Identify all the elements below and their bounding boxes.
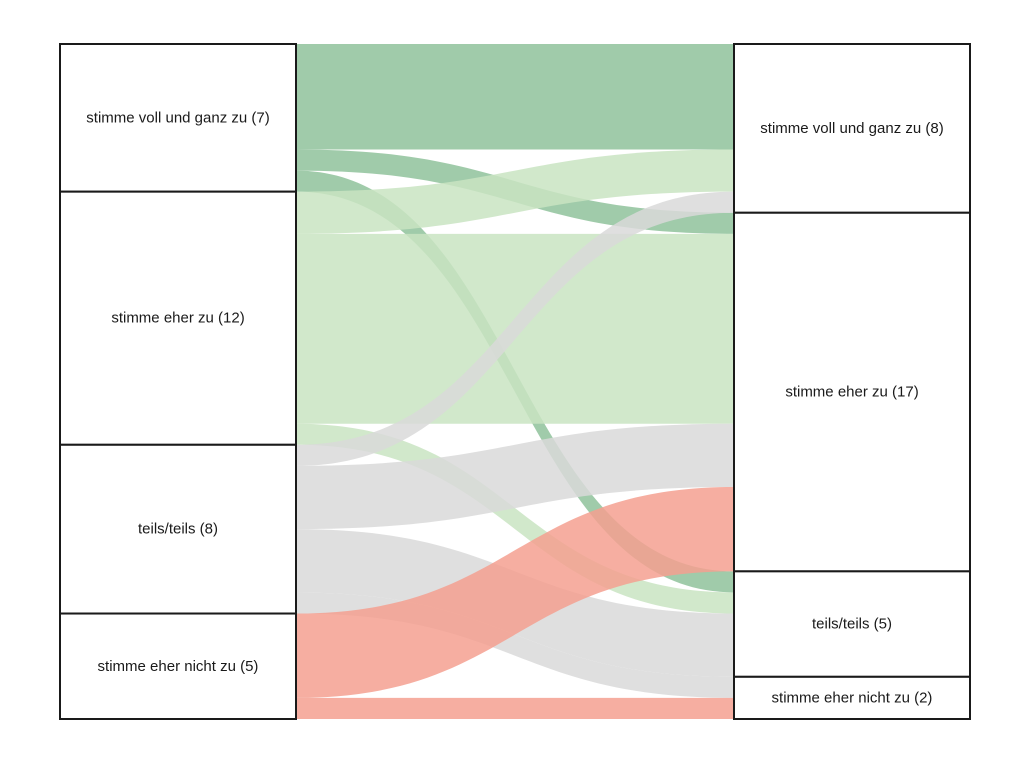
left-node-label: teils/teils (8) (138, 521, 218, 538)
right-node: teils/teils (5) (733, 570, 971, 678)
right-node-box (733, 43, 971, 214)
flow-band (296, 697, 734, 719)
left-node-box (59, 190, 297, 446)
left-node: stimme eher zu (12) (59, 190, 297, 446)
nodes-layer: stimme voll und ganz zu (7) stimme eher z… (59, 43, 971, 720)
right-node-label: stimme voll und ganz zu (8) (760, 120, 943, 137)
right-node: stimme voll und ganz zu (8) (733, 43, 971, 214)
left-node-box (59, 43, 297, 193)
right-node-box (733, 675, 971, 720)
flow-band (296, 149, 734, 234)
flow-band (296, 486, 734, 698)
right-node: stimme eher zu (17) (733, 211, 971, 573)
right-node-box (733, 570, 971, 678)
right-node-label: stimme eher nicht zu (2) (772, 689, 933, 706)
left-node-label: stimme voll und ganz zu (7) (86, 109, 269, 126)
flow-band (296, 191, 734, 466)
right-node-box (733, 211, 971, 573)
flows-layer (296, 44, 734, 719)
left-node-box (59, 443, 297, 615)
left-node: stimme voll und ganz zu (7) (59, 43, 297, 193)
right-node-label: teils/teils (5) (812, 616, 892, 633)
right-node-label: stimme eher zu (17) (785, 384, 918, 401)
flow-band (296, 423, 734, 614)
flow-band (296, 44, 734, 150)
right-node: stimme eher nicht zu (2) (733, 675, 971, 720)
left-node-label: stimme eher zu (12) (111, 310, 244, 327)
left-node-label: stimme eher nicht zu (5) (98, 658, 259, 675)
left-node-box (59, 612, 297, 720)
left-node: teils/teils (8) (59, 443, 297, 615)
left-node: stimme eher nicht zu (5) (59, 612, 297, 720)
flow-band (296, 423, 734, 530)
